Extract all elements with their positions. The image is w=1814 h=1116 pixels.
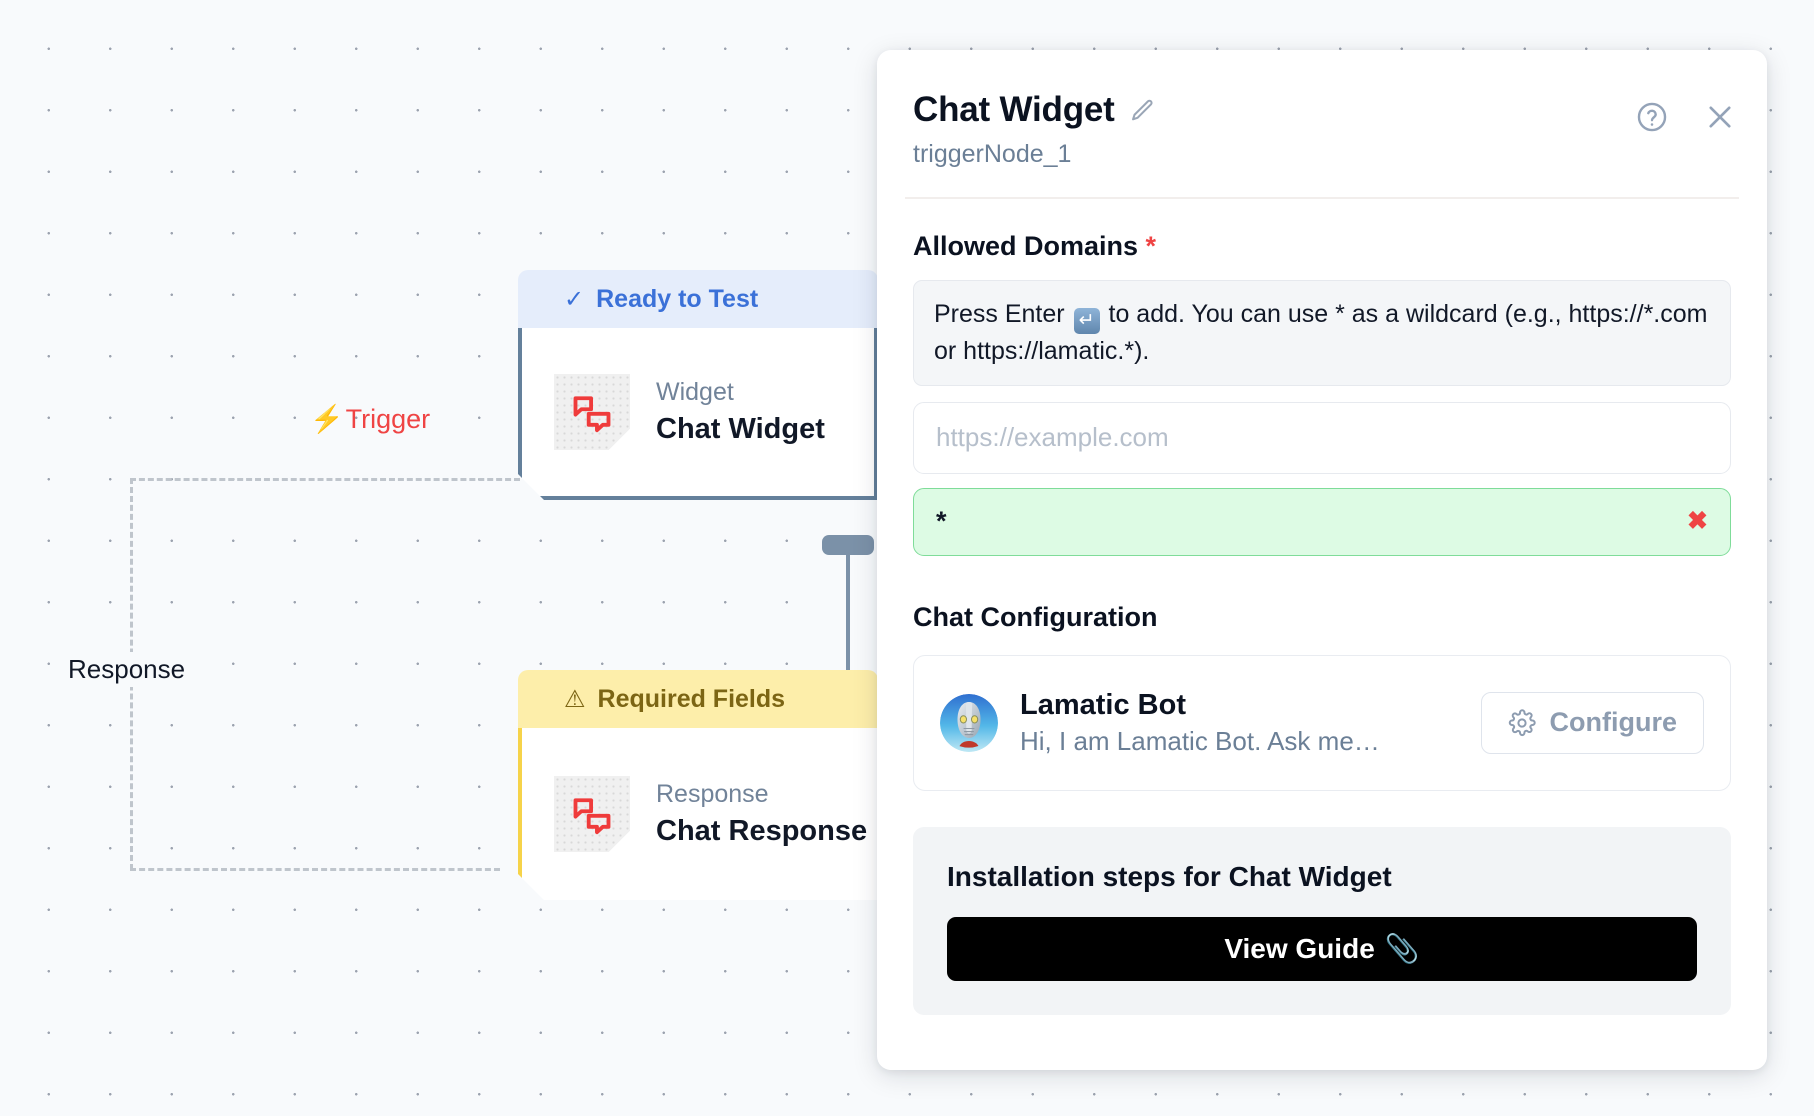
workflow-node-chat-widget[interactable]: ✓ Ready to Test Widget Chat Widget [518,270,878,500]
edge-dashed-top [130,478,520,481]
close-small-icon[interactable]: ✖ [1687,507,1708,535]
installation-steps-title: Installation steps for Chat Widget [947,860,1392,892]
chat-configuration-label: Chat Configuration [913,601,1158,632]
warning-triangle-icon: ⚠ [564,685,586,713]
chat-bot-greeting: Hi, I am Lamatic Bot. Ask me… [1020,725,1380,756]
configure-button-label: Configure [1549,707,1678,737]
node-handle-source[interactable] [822,535,874,555]
chat-bot-card[interactable]: Lamatic Bot Hi, I am Lamatic Bot. Ask me… [913,654,1731,791]
configure-button[interactable]: Configure [1480,691,1704,754]
check-icon: ✓ [564,285,585,313]
edge-label-response-text: Response [68,654,186,684]
allowed-domains-label: Allowed Domains * [913,231,1731,262]
node-body-chat-response[interactable]: Response Chat Response [518,728,878,900]
workflow-node-chat-response[interactable]: ⚠ Required Fields Response Chat Response [518,670,878,900]
chat-bubbles-icon [554,374,630,450]
edge-dashed-bottom [130,868,500,871]
node-text-chat-widget: Widget Chat Widget [656,378,825,446]
lightning-bolt-icon: ⚡ [310,404,344,434]
chat-bot-meta: Lamatic Bot Hi, I am Lamatic Bot. Ask me… [1020,689,1459,757]
edge-label-trigger-text: Trigger [345,404,431,434]
panel-node-id: triggerNode_1 [913,140,1072,168]
panel-body: Allowed Domains * Press Enter ↵ to add. … [877,231,1767,1015]
allowed-domain-tag[interactable]: * ✖ [913,487,1731,556]
node-connector-line [846,550,850,720]
hint-text-before: Press Enter [934,300,1072,328]
hint-text-after: to add. You can use * as a wildcard (e.g… [934,300,1708,365]
allowed-domain-tag-value: * [936,506,947,536]
node-settings-panel: Chat Widget triggerNode_1 [877,50,1767,1070]
node-title-label: Chat Response [656,815,868,847]
node-status-label: Ready to Test [596,284,759,313]
panel-actions [1635,100,1737,134]
view-guide-button[interactable]: View Guide 📎 [947,916,1697,981]
chat-bubbles-icon [554,776,630,852]
view-guide-button-label: View Guide [1224,932,1375,964]
edge-label-response: Response [62,652,192,687]
enter-key-icon: ↵ [1073,308,1100,334]
edge-label-trigger: ⚡ Trigger [310,404,430,435]
node-status-required-fields: ⚠ Required Fields [518,670,878,728]
node-kind-label: Widget [656,378,734,406]
node-status-ready-to-test: ✓ Ready to Test [518,270,878,328]
gear-icon [1508,708,1536,737]
panel-title-row: Chat Widget [913,90,1731,130]
node-title-label: Chat Widget [656,413,825,445]
page-title: Chat Widget [913,90,1115,129]
chat-bot-name: Lamatic Bot [1020,688,1186,721]
panel-header: Chat Widget triggerNode_1 [877,50,1767,169]
panel-divider [905,197,1739,199]
allowed-domains-hint: Press Enter ↵ to add. You can use * as a… [913,280,1731,386]
node-status-label: Required Fields [597,684,786,713]
required-marker: * [1145,231,1157,261]
node-text-chat-response: Response Chat Response [656,780,867,848]
node-kind-label: Response [656,780,769,808]
help-circle-icon[interactable] [1635,100,1669,134]
close-icon[interactable] [1703,100,1737,134]
installation-steps-box: Installation steps for Chat Widget View … [913,826,1731,1015]
robot-avatar-icon [940,693,998,752]
allowed-domain-input[interactable] [913,401,1731,474]
allowed-domains-label-text: Allowed Domains [913,231,1139,261]
paperclip-icon: 📎 [1384,933,1420,964]
pencil-icon[interactable] [1129,97,1156,124]
node-body-chat-widget[interactable]: Widget Chat Widget [518,328,878,500]
